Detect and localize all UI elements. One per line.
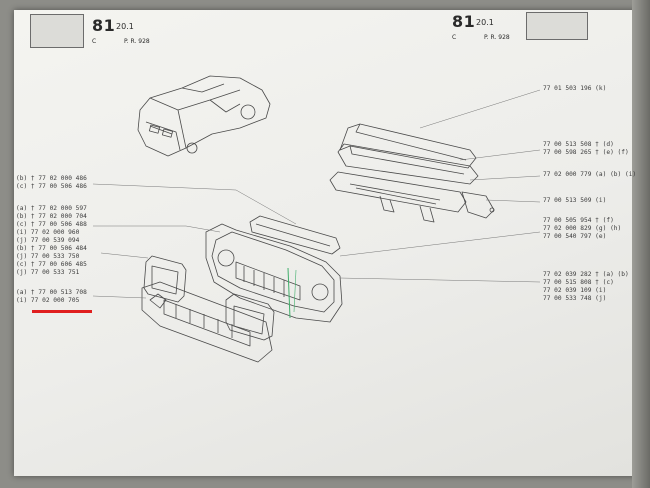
right-part-row: 77 00 513 508 † (d) xyxy=(543,141,614,148)
thumbnail-left xyxy=(30,14,84,48)
cross-member xyxy=(249,215,341,255)
header-right-pr: P. R. 928 xyxy=(484,34,510,41)
right-part-row: 77 00 598 265 † (e) (f) xyxy=(543,149,629,156)
left-part-row: (j) 77 00 533 751 xyxy=(16,269,80,276)
accent-line xyxy=(287,267,291,319)
left-part-row: (i) 77 02 000 705 xyxy=(16,297,80,304)
left-part-row: (b) † 77 02 000 486 xyxy=(16,175,87,182)
book-binding xyxy=(632,0,650,488)
front-panel xyxy=(205,223,343,323)
header-left-c: C xyxy=(92,38,97,45)
left-part-row: (i) 77 02 000 960 xyxy=(16,229,80,236)
left-part-row: (c) † 77 00 506 488 xyxy=(16,221,87,228)
header-right-number: 81 xyxy=(452,12,476,31)
left-part-row: (a) † 77 02 000 597 xyxy=(16,205,87,212)
thumbnail-right xyxy=(526,12,588,40)
right-part-row: 77 02 000 779 (a) (b) (i) xyxy=(543,171,637,178)
left-part-row: (a) † 77 00 513 708 xyxy=(16,289,87,296)
header-right-c: C xyxy=(452,34,457,41)
right-part-row: 77 00 513 509 (i) xyxy=(543,197,607,204)
right-part-row: 77 02 039 282 † (a) (b) xyxy=(543,271,629,278)
left-part-row: (b) † 77 02 000 704 xyxy=(16,213,87,220)
right-part-row: 77 02 000 829 (g) (h) xyxy=(543,225,622,232)
right-part-row: 77 01 503 196 (k) xyxy=(543,85,607,92)
header-left-pr: P. R. 928 xyxy=(124,38,150,45)
right-part-row: 77 00 505 954 † (f) xyxy=(543,217,614,224)
left-part-row: (j) 77 00 533 750 xyxy=(16,253,80,260)
upper-rail-assembly xyxy=(329,123,495,223)
red-underline-highlight xyxy=(32,310,92,313)
lower-grille xyxy=(141,281,273,363)
header-right-suffix: 20.1 xyxy=(476,18,494,27)
catalog-page xyxy=(14,10,638,476)
header-left-suffix: 20.1 xyxy=(116,22,134,31)
right-part-row: 77 00 515 808 † (c) xyxy=(543,279,614,286)
headlamp-housing-left xyxy=(143,255,187,303)
headlamp-housing-right xyxy=(225,293,275,341)
leader-lines xyxy=(92,89,541,299)
right-part-row: 77 02 039 109 (i) xyxy=(543,287,607,294)
right-part-row: 77 00 540 797 (e) xyxy=(543,233,607,240)
right-part-row: 77 00 533 748 (j) xyxy=(543,295,607,302)
left-part-row: (c) † 77 00 606 485 xyxy=(16,261,87,268)
left-part-row: (b) † 77 00 506 484 xyxy=(16,245,87,252)
car-illustration xyxy=(137,75,271,157)
left-part-row: (j) 77 00 539 094 xyxy=(16,237,80,244)
header-left-number: 81 xyxy=(92,16,116,35)
left-part-row: (c) † 77 00 506 486 xyxy=(16,183,87,190)
